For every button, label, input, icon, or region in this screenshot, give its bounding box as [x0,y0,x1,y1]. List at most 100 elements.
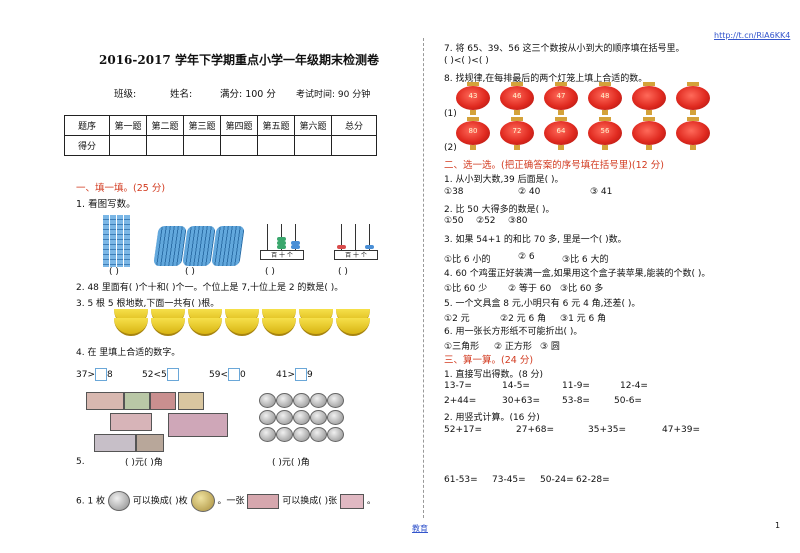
lantern-2-4: 56 [588,117,622,150]
lantern-number: 43 [468,92,478,100]
full-score: 满分: 100 分 [220,89,276,100]
score-input-cell[interactable] [146,135,184,156]
q7-answer[interactable]: ( )<( )<( ) [444,56,489,66]
footer-link[interactable]: 教育 [412,524,428,533]
question-4: 4. 在 里填上合适的数字。 [76,348,181,358]
score-cell: 第六题 [294,115,332,136]
vertical-calc-item[interactable]: 35+35= [588,425,626,435]
answer-paren-4[interactable]: ( ) [338,267,348,277]
q4-text: 52<5 [142,370,167,380]
vertical-calc-item[interactable]: 61-53= [444,475,478,485]
fifty-cent-coin-icon [190,490,215,512]
choice-6-opt-3[interactable]: ③ 圆 [540,342,560,352]
choice-3-opt-2[interactable]: ② 6 [518,252,535,262]
calc-part-1: 1. 直接写出得数。(8 分) [444,370,544,380]
lantern-1-6[interactable] [676,82,710,115]
lantern-1-1: 43 [456,82,490,115]
calc-item[interactable]: 2+44= [444,396,477,406]
choice-3: 3. 如果 54+1 的和比 70 多, 里是一个( )数。 [444,235,627,245]
calc-part-2: 2. 用竖式计算。(16 分) [444,413,540,423]
choice-2-opt-3[interactable]: ③80 [508,216,528,226]
score-input-cell[interactable] [109,135,147,156]
blank-box[interactable] [295,368,307,381]
vertical-calc-item[interactable]: 52+17= [444,425,482,435]
choice-1-opt-3[interactable]: ③ 41 [590,187,613,197]
calc-item[interactable]: 12-4= [620,381,648,391]
q4-item-4: 41>9 [276,368,313,381]
lantern-2-5[interactable] [632,117,666,150]
score-input-cell[interactable] [294,135,332,156]
blank-box[interactable] [95,368,107,381]
section-1-heading: 一、填一填。(25 分) [76,183,166,194]
q4-text: 0 [240,370,246,380]
answer-paren-1[interactable]: ( ) [109,267,119,277]
calc-item[interactable]: 53-8= [562,396,590,406]
choice-6-opt-2[interactable]: ② 正方形 [494,342,532,352]
vertical-calc-item[interactable]: 27+68= [516,425,554,435]
page-number: 1 [775,521,781,530]
q4-item-2: 52<5 [142,368,179,381]
calc-item[interactable]: 13-7= [444,381,472,391]
lantern-2-6[interactable] [676,117,710,150]
banknote-icon [339,493,364,509]
vertical-calc-item[interactable]: 50-24= [540,475,574,485]
question-8: 8. 找规律,在每排最后的两个灯笼上填上合适的数。 [444,74,648,84]
header-link[interactable]: http://t.cn/RiA6KK4 [714,31,791,40]
score-table: 题序 第一题 第二题 第三题 第四题 第五题 第六题 总分 得分 [64,115,377,156]
calc-item[interactable]: 50-6= [614,396,642,406]
vertical-calc-item[interactable]: 47+39= [662,425,700,435]
blank-box[interactable] [166,368,179,381]
choice-3-opt-3[interactable]: ③比 6 大的 [562,255,609,265]
calc-item[interactable]: 11-9= [562,381,590,391]
lantern-row-1-label: (1) [444,109,457,119]
q4-item-3: 59<0 [209,368,246,381]
q4-text: 9 [307,370,313,380]
q5-answer-a[interactable]: ( )元( )角 [125,458,163,468]
lantern-1-5[interactable] [632,82,666,115]
vertical-calc-item[interactable]: 62-28= [576,475,610,485]
lantern-2-3: 64 [544,117,578,150]
score-cell: 第一题 [109,115,147,136]
calc-item[interactable]: 30+63= [502,396,540,406]
score-cell: 第四题 [220,115,258,136]
choice-4-opt-2[interactable]: ② 等于 60 [508,284,552,294]
score-cell: 题序 [64,115,110,136]
abacus-1-icon: 百 十 个 [260,224,304,260]
choice-2-opt-2[interactable]: ②52 [476,216,496,226]
calc-item[interactable]: 14-5= [502,381,530,391]
score-input-cell[interactable] [220,135,258,156]
choice-5-opt-2[interactable]: ②2 元 6 角 [500,314,547,324]
choice-3-opt-1[interactable]: ①比 6 小的 [444,255,491,265]
question-2: 2. 48 里面有( )个十和( )个一。个位上是 7,十位上是 2 的数是( … [76,283,344,293]
choice-1-opt-2[interactable]: ② 40 [518,187,541,197]
choice-1: 1. 从小到大数,39 后面是( )。 [444,175,564,185]
vertical-calc-item[interactable]: 73-45= [492,475,526,485]
score-input-cell[interactable] [183,135,221,156]
q6-text: 可以换成( )张 [282,496,338,507]
choice-1-opt-1[interactable]: ①38 [444,187,464,197]
choice-4-opt-1[interactable]: ①比 60 少 [444,284,488,294]
q5-answer-b[interactable]: ( )元( )角 [272,458,310,468]
choice-6-opt-1[interactable]: ①三角形 [444,342,480,352]
answer-paren-2[interactable]: ( ) [185,267,195,277]
question-7: 7. 将 65、39、56 这三个数按从小到大的顺序填在括号里。 [444,44,685,54]
abacus-2-base-label: 百 十 个 [334,250,378,260]
lantern-number: 72 [512,127,522,135]
section-2-heading: 二、选一选。(把正确答案的序号填在括号里)(12 分) [444,160,664,171]
choice-5-opt-3[interactable]: ③1 元 6 角 [560,314,607,324]
q6-text: 可以换成( )枚 [132,496,188,507]
page-title: 2016-2017 学年下学期重点小学一年级期末检测卷 [99,53,379,67]
question-3: 3. 5 根 5 根地数,下面一共有( )根。 [76,299,220,309]
blank-box[interactable] [228,368,240,381]
class-label: 班级: [114,89,137,100]
question-6: 6. 1 枚 可以换成( )枚 。一张 可以换成( )张 。 [76,490,376,512]
score-input-cell[interactable] [257,135,295,156]
choice-2-opt-1[interactable]: ①50 [444,216,464,226]
choice-5-opt-1[interactable]: ①2 元 [444,314,470,324]
answer-paren-3[interactable]: ( ) [265,267,275,277]
choice-4-opt-3[interactable]: ③比 60 多 [560,284,604,294]
q4-text: 8 [107,370,113,380]
score-input-cell[interactable] [331,135,377,156]
column-divider [423,38,424,518]
choice-2: 2. 比 50 大得多的数是( )。 [444,205,555,215]
